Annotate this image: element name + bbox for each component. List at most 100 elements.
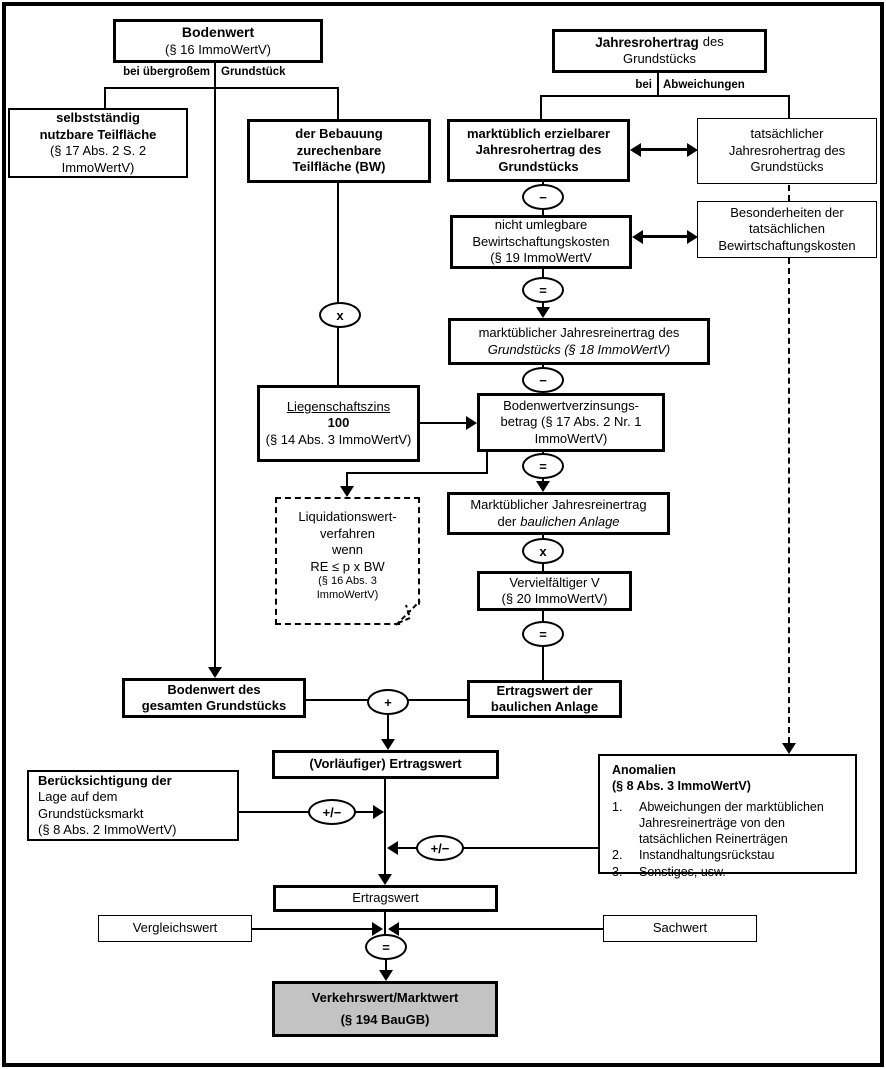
box-sachwert: Sachwert bbox=[603, 915, 757, 942]
box-marktueblich-line2: Jahresrohertrag des bbox=[475, 142, 602, 158]
box-vorlaeufiger-line1: (Vorläufiger) Ertragswert bbox=[309, 756, 462, 772]
box-jre-anlage-line2-italic: baulichen Anlage bbox=[520, 513, 620, 529]
box-liquidationswert-line6: ImmoWertV) bbox=[316, 588, 379, 601]
box-beruecksichtigung-line1: Berücksichtigung der bbox=[38, 772, 172, 788]
box-verkehrswert: Verkehrswert/Marktwert (§ 194 BauGB) bbox=[272, 981, 498, 1037]
connector-verzinsung-liq-v2 bbox=[346, 472, 348, 487]
dog-ear-icon bbox=[395, 600, 421, 626]
box-tatsaechlich-rohertrag: tatsächlicher Jahresrohertrag des Grunds… bbox=[697, 118, 877, 184]
box-sachwert-label: Sachwert bbox=[652, 920, 708, 936]
box-tatsaechlich-line1: tatsächlicher bbox=[750, 126, 824, 142]
dog-ear-cover bbox=[401, 606, 421, 626]
double-arrow-rohertrag-right-head bbox=[687, 143, 698, 157]
box-besonderheiten-line1: Besonderheiten der bbox=[730, 204, 844, 220]
box-bodenwertverzinsung-line2: betrag (§ 17 Abs. 2 Nr. 1 bbox=[500, 414, 642, 430]
connector-bodenwert-branch bbox=[104, 87, 339, 89]
connector-dashed-tatsaechlich bbox=[788, 185, 790, 201]
box-selbststaendig: selbstständig nutzbare Teilfläche (§ 17 … bbox=[8, 108, 188, 178]
double-arrow-kosten-line bbox=[642, 235, 689, 238]
box-bodenwertverzinsung: Bodenwertverzinsungs- betrag (§ 17 Abs. … bbox=[477, 393, 665, 452]
box-liquidationswert-line5: (§ 16 Abs. 3 bbox=[318, 575, 377, 587]
connector-verzinsung-liq-h bbox=[346, 472, 488, 474]
box-marktueblich-line1: marktüblich erzielbarer bbox=[466, 125, 611, 141]
anomalien-item-num: 3. bbox=[612, 865, 623, 880]
anomalien-item: 1. Abweichungen der marktüblichen Jahres… bbox=[612, 800, 851, 848]
box-jahresrohertrag-rest: des bbox=[702, 34, 724, 50]
connector-beruecksichtigung bbox=[238, 811, 374, 813]
label-uebergross-left: bei übergroßem bbox=[123, 66, 210, 78]
box-selbststaendig-line1: selbstständig bbox=[56, 110, 140, 125]
anomalien-item: 3. Sonstiges, usw. bbox=[612, 865, 851, 881]
box-ertragswert-anlage-line2: baulichen Anlage bbox=[490, 699, 599, 714]
box-nicht-umlegbare-line3: (§ 19 ImmoWertV bbox=[490, 250, 592, 266]
arrowhead-into-bodenwert-gesamt bbox=[208, 667, 222, 678]
box-anomalien: Anomalien (§ 8 Abs. 3 ImmoWertV) 1. Abwe… bbox=[598, 754, 857, 879]
box-ertragswert-label: Ertragswert bbox=[352, 890, 419, 906]
box-selbststaendig-line4: ImmoWertV) bbox=[61, 159, 135, 175]
anomalien-item-num: 2. bbox=[612, 848, 623, 863]
connector-verzinsung-liq-v1 bbox=[486, 452, 488, 474]
box-vorlaeufiger-ertragswert: (Vorläufiger) Ertragswert bbox=[272, 750, 499, 779]
double-arrow-kosten-left-head bbox=[632, 230, 643, 244]
box-jre-anlage-line1: Marktüblicher Jahresreinertrag bbox=[470, 497, 647, 512]
box-bodenwert: Bodenwert (§ 16 ImmoWertV) bbox=[113, 19, 323, 63]
box-marktueblich-rohertrag: marktüblich erzielbarer Jahresrohertrag … bbox=[447, 119, 630, 182]
box-liquidationswert-line1: Liquidationswert- bbox=[298, 509, 397, 524]
box-ertragswert: Ertragswert bbox=[273, 885, 498, 912]
box-jahresreinertrag-line1: marktüblicher Jahresreinertrag des bbox=[478, 325, 680, 340]
box-jre-anlage: Marktüblicher Jahresreinertrag der bauli… bbox=[447, 492, 670, 535]
label-abweichung-right: Abweichungen bbox=[663, 79, 745, 91]
operator-plus-summe: + bbox=[367, 689, 409, 715]
box-bodenwertverzinsung-line1: Bodenwertverzinsungs- bbox=[503, 397, 639, 413]
connector-sachwert bbox=[397, 928, 603, 930]
connector-plus-vorlaeufiger bbox=[387, 714, 389, 740]
arrowhead-dashed-into-anomalien bbox=[782, 743, 796, 754]
box-besonderheiten-line3: Bewirtschaftungskosten bbox=[718, 237, 856, 253]
box-liegenschaftszins: Liegenschaftszins 100 (§ 14 Abs. 3 ImmoW… bbox=[257, 385, 420, 462]
box-vervielfaeltiger: Vervielfältiger V (§ 20 ImmoWertV) bbox=[477, 571, 632, 611]
box-nicht-umlegbare-line1: nicht umlegbare bbox=[494, 217, 588, 233]
arrowhead-plusminus-anomalien bbox=[387, 841, 398, 855]
operator-equals-ertragswert-anlage: = bbox=[522, 621, 564, 647]
box-marktueblich-line3: Grundstücks bbox=[498, 158, 579, 174]
operator-equals-jre-anlage: = bbox=[522, 453, 564, 479]
arrowhead-into-jahresreinertrag bbox=[536, 307, 550, 318]
connector-bodenwert-main bbox=[214, 63, 216, 668]
arrowhead-into-vorlaeufiger bbox=[381, 739, 395, 750]
connector-jahresrohertrag-stub bbox=[657, 73, 659, 96]
box-jre-anlage-line2-pre: der bbox=[497, 513, 517, 529]
box-beruecksichtigung-line4: (§ 8 Abs. 2 ImmoWertV) bbox=[38, 822, 177, 837]
operator-equals-reinertrag: = bbox=[522, 277, 564, 303]
box-anomalien-heading1: Anomalien bbox=[612, 763, 676, 777]
operator-times-vervielfaeltiger: x bbox=[522, 538, 564, 564]
box-selbststaendig-line3: (§ 17 Abs. 2 S. 2 bbox=[49, 143, 147, 158]
box-vergleichswert-label: Vergleichswert bbox=[132, 920, 218, 936]
box-tatsaechlich-line3: Grundstücks bbox=[750, 159, 824, 175]
connector-ertragswert-equals bbox=[384, 912, 386, 935]
box-bodenwert-gesamt-line2: gesamten Grundstücks bbox=[141, 698, 287, 713]
box-liegenschaftszins-numerator: Liegenschaftszins bbox=[286, 398, 391, 414]
box-liegenschaftszins-denominator: 100 bbox=[327, 415, 350, 431]
box-liquidationswert-line3: wenn bbox=[331, 542, 364, 557]
box-bodenwert-gesamt: Bodenwert des gesamten Grundstücks bbox=[122, 678, 306, 718]
box-vervielfaeltiger-line1: Vervielfältiger V bbox=[509, 574, 600, 590]
box-verkehrswert-line2: (§ 194 BauGB) bbox=[340, 1011, 430, 1027]
arrowhead-into-ertragswert bbox=[378, 874, 392, 885]
box-jahresrohertrag-line2: Grundstücks bbox=[623, 51, 696, 67]
box-bodenwert-title: Bodenwert bbox=[181, 23, 255, 40]
double-arrow-kosten-right-head bbox=[687, 230, 698, 244]
box-jahresreinertrag: marktüblicher Jahresreinertrag des Grund… bbox=[448, 318, 710, 365]
box-anomalien-heading2: (§ 8 Abs. 3 ImmoWertV) bbox=[612, 778, 751, 793]
arrowhead-into-liquidationswert bbox=[340, 486, 354, 497]
box-besonderheiten: Besonderheiten der tatsächlichen Bewirts… bbox=[697, 201, 877, 258]
operator-minus-rohertrag: − bbox=[522, 184, 564, 210]
arrowhead-vergleichswert-converge bbox=[372, 922, 383, 936]
anomalien-item: 2. Instandhaltungsrückstau bbox=[612, 848, 851, 864]
box-jre-anlage-line2: der baulichen Anlage bbox=[497, 514, 619, 531]
box-jahresrohertrag-bold: Jahresrohertrag bbox=[595, 35, 699, 51]
box-bodenwertverzinsung-line3: ImmoWertV) bbox=[534, 430, 608, 446]
box-liquidationswert: Liquidationswert- verfahren wenn RE ≤ p … bbox=[275, 497, 421, 626]
box-liquidationswert-line4: RE ≤ p x BW bbox=[310, 558, 385, 574]
box-beruecksichtigung-line3: Grundstücksmarkt bbox=[38, 805, 144, 821]
box-bebauung-line2: zurechenbare bbox=[296, 142, 382, 158]
